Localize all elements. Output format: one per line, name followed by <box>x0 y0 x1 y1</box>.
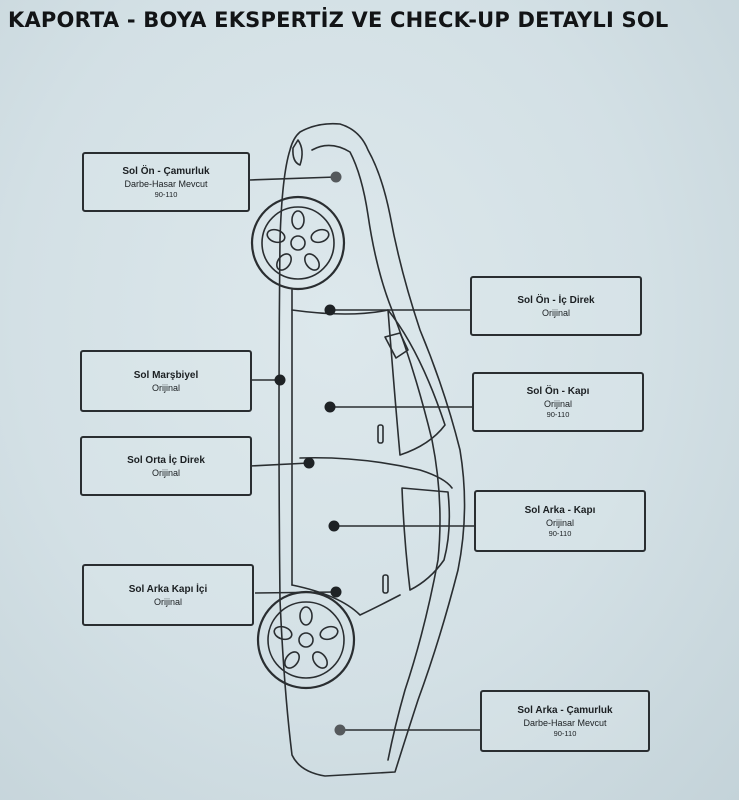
panel-status: Orijinal <box>541 307 570 318</box>
car-inner-line <box>311 144 441 761</box>
rear-window <box>401 487 451 591</box>
panel-sol-on-ic-direk: Sol Ön - İç Direk Orijinal <box>470 276 642 336</box>
panel-label: Sol Ön - Kapı <box>526 385 590 397</box>
panel-status: Orijinal <box>151 467 180 478</box>
panel-label: Sol Arka Kapı İçi <box>128 583 208 595</box>
mirror <box>384 332 409 359</box>
panel-value: 90-110 <box>154 189 178 199</box>
panel-label: Sol Ön - İç Direk <box>517 294 595 306</box>
panel-status: Darbe-Hasar Mevcut <box>523 717 607 728</box>
page-title: KAPORTA - BOYA EKSPERTİZ VE CHECK-UP DET… <box>8 8 669 32</box>
panel-label: Sol Orta İç Direk <box>127 454 205 466</box>
panel-sol-arka-kapi: Sol Arka - Kapı Orijinal 90-110 <box>474 490 646 552</box>
front-wheel <box>250 195 346 291</box>
panel-value: 90-110 <box>553 728 577 738</box>
panel-sol-on-camurluk: Sol Ön - Çamurluk Darbe-Hasar Mevcut 90-… <box>82 152 250 212</box>
panel-status: Orijinal <box>151 382 180 393</box>
panel-sol-orta-ic-direk: Sol Orta İç Direk Orijinal <box>80 436 252 496</box>
panel-value: 90-110 <box>546 409 570 419</box>
panel-label: Sol Marşbiyel <box>133 369 199 381</box>
panel-sol-arka-kapi-ici: Sol Arka Kapı İçi Orijinal <box>82 564 254 626</box>
panel-status: Orijinal <box>545 517 574 528</box>
panel-label: Sol Arka - Kapı <box>524 504 596 516</box>
car-body-outline <box>278 122 466 777</box>
front-wheel-spokes <box>266 210 330 271</box>
panel-value: 90-110 <box>548 528 572 538</box>
front-window <box>387 309 446 456</box>
panel-sol-marsbiyel: Sol Marşbiyel Orijinal <box>80 350 252 412</box>
panel-status: Orijinal <box>543 398 572 409</box>
panel-label: Sol Arka - Çamurluk <box>517 704 613 716</box>
panel-status: Orijinal <box>153 596 182 607</box>
panel-label: Sol Ön - Çamurluk <box>122 165 210 177</box>
panel-status: Darbe-Hasar Mevcut <box>124 178 208 189</box>
panel-sol-arka-camurluk: Sol Arka - Çamurluk Darbe-Hasar Mevcut 9… <box>480 690 650 752</box>
panel-sol-on-kapi: Sol Ön - Kapı Orijinal 90-110 <box>472 372 644 432</box>
